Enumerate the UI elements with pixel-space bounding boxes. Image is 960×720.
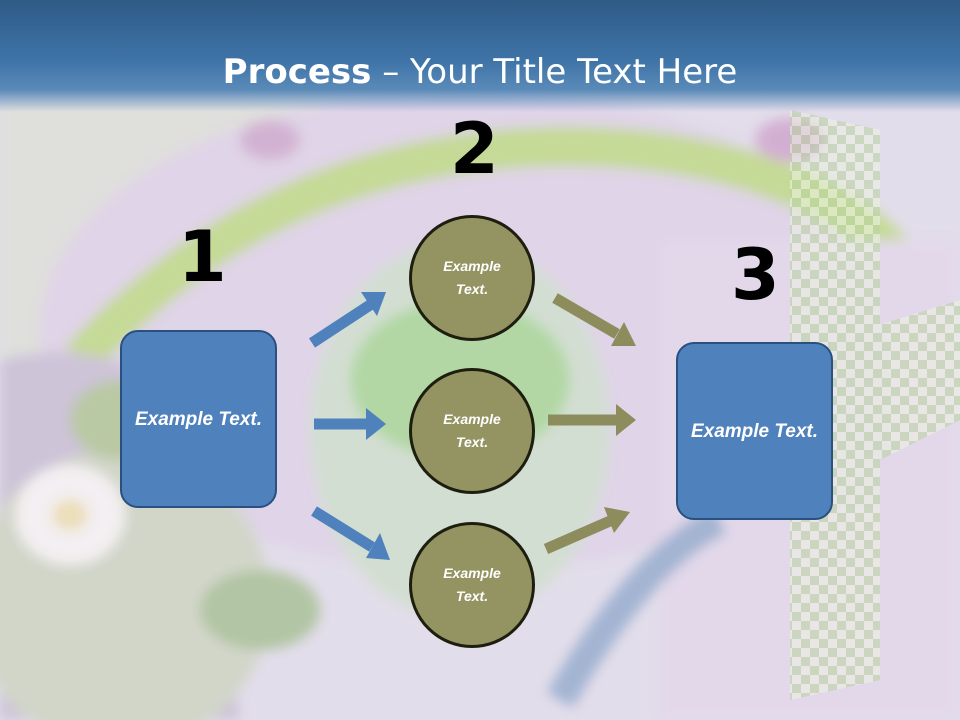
slide-title: Process – Your Title Text Here	[0, 52, 960, 92]
circle-bottom-text: Example Text.	[443, 565, 501, 604]
arrow-bottom-to-right	[543, 515, 613, 555]
arrow-left-to-top	[308, 300, 374, 348]
arrow-left-to-middle-head	[366, 408, 386, 440]
right-process-box: Example Text.	[676, 342, 833, 520]
title-bold: Process	[222, 52, 372, 92]
process-circle-bottom: Example Text.	[409, 522, 535, 648]
left-process-box: Example Text.	[120, 330, 277, 508]
arrow-middle-to-right-head	[616, 404, 636, 436]
olive-arrows	[543, 293, 636, 555]
step-number-2: 2	[450, 108, 499, 190]
circle-middle-text: Example Text.	[443, 411, 501, 450]
process-circle-middle: Example Text.	[409, 368, 535, 494]
blue-arrows	[308, 292, 390, 560]
arrow-top-to-right	[552, 293, 620, 339]
step-number-3: 3	[731, 234, 780, 316]
arrow-top-to-right-head	[611, 322, 636, 346]
arrow-bottom-to-right-head	[604, 507, 630, 533]
right-box-text: Example Text.	[690, 420, 819, 442]
title-rest: Your Title Text Here	[410, 52, 738, 92]
process-circle-top: Example Text.	[409, 215, 535, 341]
arrow-left-to-bottom	[311, 506, 375, 552]
title-banner	[0, 0, 960, 112]
arrow-left-to-top-head	[361, 292, 386, 316]
left-box-text: Example Text.	[134, 408, 263, 430]
step-number-1: 1	[178, 216, 227, 298]
arrow-left-to-bottom-head	[366, 533, 390, 560]
circle-top-text: Example Text.	[443, 258, 501, 297]
title-separator: –	[371, 52, 411, 92]
